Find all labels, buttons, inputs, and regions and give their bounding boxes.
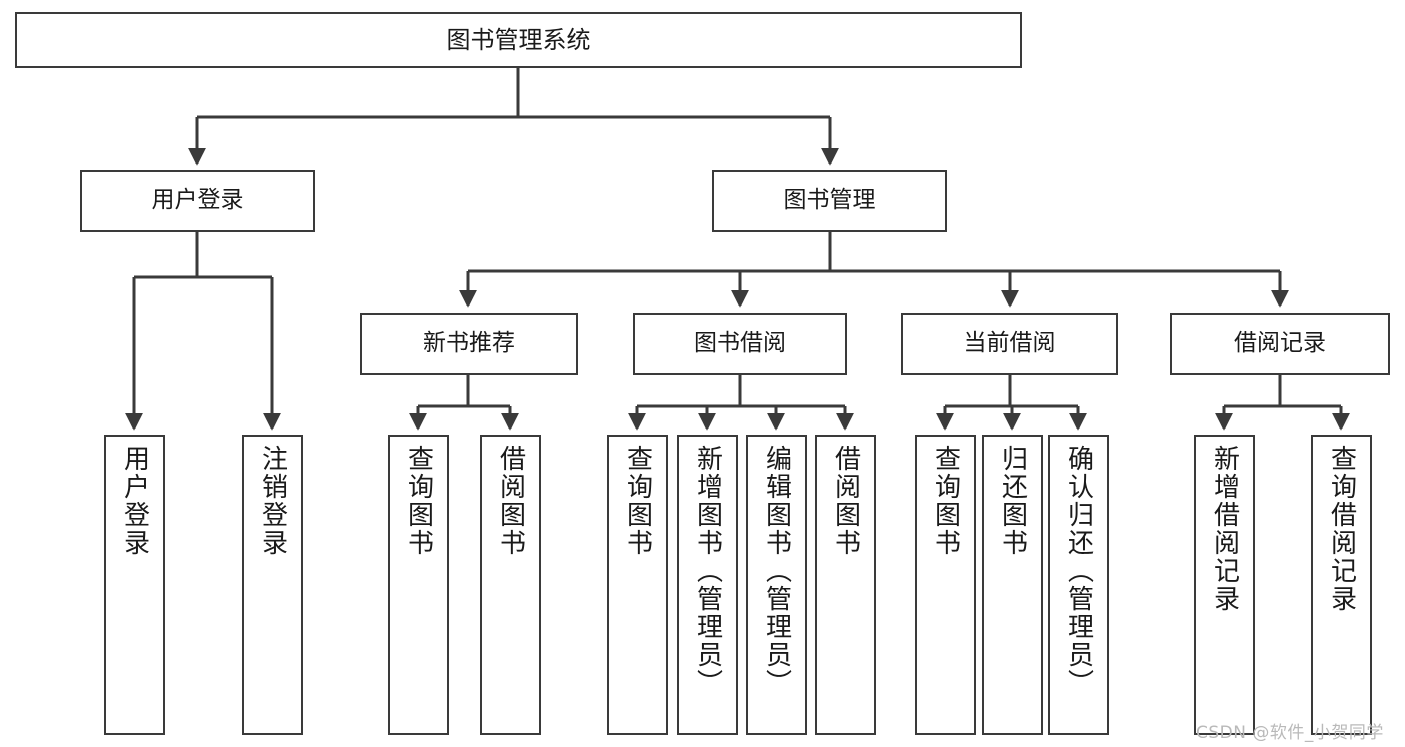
node-leaf-confirm-return[interactable]: 确认归还（管理员） [1048,435,1109,735]
node-leaf-query-book-recommend-label: 查询图书 [403,445,434,557]
node-leaf-query-book-current[interactable]: 查询图书 [915,435,976,735]
node-user-login-label: 用户登录 [151,187,244,214]
node-root[interactable]: 图书管理系统 [15,12,1022,68]
node-leaf-return-book[interactable]: 归还图书 [982,435,1043,735]
node-leaf-add-book[interactable]: 新增图书（管理员） [677,435,738,735]
node-book-borrow[interactable]: 图书借阅 [633,313,847,375]
node-leaf-query-book-current-label: 查询图书 [930,445,961,557]
node-leaf-add-book-label: 新增图书（管理员） [692,445,723,697]
node-new-book-recommend[interactable]: 新书推荐 [360,313,578,375]
node-leaf-edit-book-label: 编辑图书（管理员） [761,445,792,697]
node-book-management[interactable]: 图书管理 [712,170,947,232]
node-leaf-query-borrow-record-label: 查询借阅记录 [1326,445,1357,613]
node-leaf-logout-label: 注销登录 [257,445,288,557]
node-book-borrow-label: 图书借阅 [694,330,786,357]
node-leaf-add-borrow-record-label: 新增借阅记录 [1209,445,1240,613]
node-root-label: 图书管理系统 [446,25,591,54]
node-borrow-record-label: 借阅记录 [1234,330,1326,357]
node-leaf-query-book-borrow-label: 查询图书 [622,445,653,557]
node-current-borrow-label: 当前借阅 [963,330,1056,357]
node-leaf-edit-book[interactable]: 编辑图书（管理员） [746,435,807,735]
node-leaf-borrow-book-recommend[interactable]: 借阅图书 [480,435,541,735]
node-leaf-logout[interactable]: 注销登录 [242,435,303,735]
node-borrow-record[interactable]: 借阅记录 [1170,313,1390,375]
node-leaf-borrow-book-recommend-label: 借阅图书 [495,445,526,557]
node-leaf-query-book-borrow[interactable]: 查询图书 [607,435,668,735]
node-leaf-borrow-book[interactable]: 借阅图书 [815,435,876,735]
node-leaf-query-book-recommend[interactable]: 查询图书 [388,435,449,735]
node-leaf-query-borrow-record[interactable]: 查询借阅记录 [1311,435,1372,735]
node-leaf-return-book-label: 归还图书 [997,445,1028,557]
node-leaf-confirm-return-label: 确认归还（管理员） [1063,445,1094,697]
node-leaf-add-borrow-record[interactable]: 新增借阅记录 [1194,435,1255,735]
node-leaf-user-login[interactable]: 用户登录 [104,435,165,735]
node-current-borrow[interactable]: 当前借阅 [901,313,1118,375]
watermark: CSDN @软件_小贺同学 [1196,723,1384,743]
node-book-management-label: 图书管理 [783,187,876,214]
node-new-book-recommend-label: 新书推荐 [423,330,515,357]
node-leaf-user-login-label: 用户登录 [119,445,150,557]
node-user-login[interactable]: 用户登录 [80,170,315,232]
node-leaf-borrow-book-label: 借阅图书 [830,445,861,557]
